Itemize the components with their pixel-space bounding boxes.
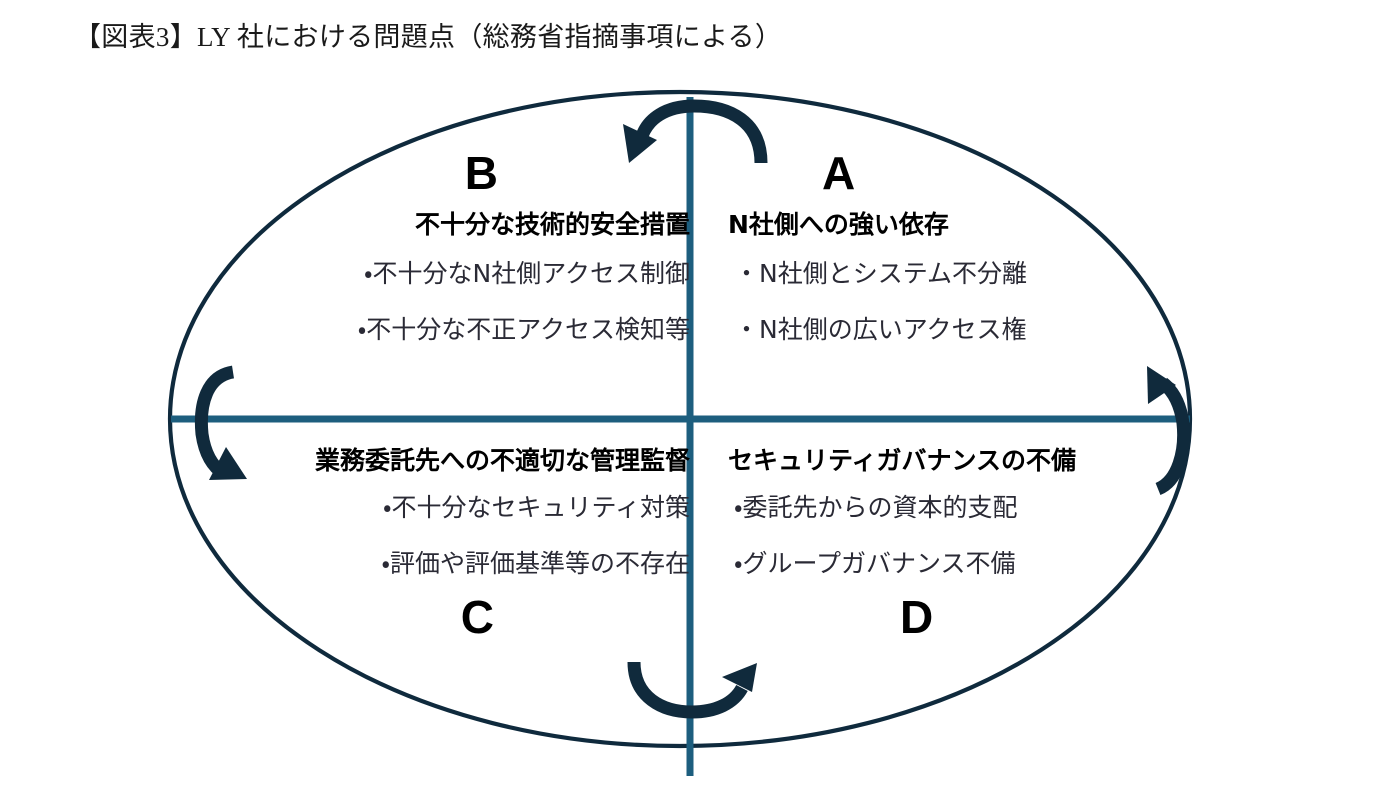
list-item: ・不十分なセキュリティ対策 xyxy=(382,493,690,522)
quadrant-d-bullets: ・委託先からの資本的支配 ・グループガバナンス不備 xyxy=(700,480,1140,592)
quadrant-d-heading: セキュリティガバナンスの不備 xyxy=(728,446,1077,475)
quadrant-d: セキュリティガバナンスの不備 ・委託先からの資本的支配 ・グループガバナンス不備… xyxy=(700,446,1140,640)
list-item: ・不十分なN社側アクセス制御 xyxy=(364,259,690,288)
list-item: ・委託先からの資本的支配 xyxy=(734,493,1018,522)
quadrant-d-letter: D xyxy=(900,591,934,643)
quadrant-b-bullets: ・不十分なN社側アクセス制御 ・不十分な不正アクセス検知等 xyxy=(238,246,690,358)
list-item: ・N社側とシステム不分離 xyxy=(734,259,1027,288)
arrow-right-icon xyxy=(1147,366,1191,496)
arrow-left-icon xyxy=(194,365,247,480)
quadrant-c: 業務委託先への不適切な管理監督 ・不十分なセキュリティ対策 ・評価や評価基準等の… xyxy=(228,446,690,640)
list-item: ・評価や評価基準等の不存在 xyxy=(381,549,690,578)
list-item: ・N社側の広いアクセス権 xyxy=(734,315,1027,344)
quadrant-b-heading: 不十分な技術的安全措置 xyxy=(414,210,690,239)
arrow-bottom-icon xyxy=(627,661,757,719)
arrow-top-icon xyxy=(623,99,768,164)
quadrant-c-letter: C xyxy=(460,591,494,643)
quadrant-a-heading: N社側への強い依存 xyxy=(728,210,949,239)
quadrant-b: B 不十分な技術的安全措置 ・不十分なN社側アクセス制御 ・不十分な不正アクセス… xyxy=(238,150,690,358)
quadrant-a: A N社側への強い依存 ・N社側とシステム不分離 ・N社側の広いアクセス権 xyxy=(700,150,1130,358)
quadrant-c-heading: 業務委託先への不適切な管理監督 xyxy=(314,446,690,475)
quadrant-c-bullets: ・不十分なセキュリティ対策 ・評価や評価基準等の不存在 xyxy=(228,480,690,592)
list-item: ・不十分な不正アクセス検知等 xyxy=(357,315,690,344)
list-item: ・グループガバナンス不備 xyxy=(734,549,1016,578)
quadrant-a-letter: A xyxy=(822,147,856,199)
page-title: 【図表3】LY 社における問題点（総務省指摘事項による） xyxy=(74,22,783,52)
quadrant-b-letter: B xyxy=(464,147,498,199)
quadrant-a-bullets: ・N社側とシステム不分離 ・N社側の広いアクセス権 xyxy=(700,246,1130,358)
